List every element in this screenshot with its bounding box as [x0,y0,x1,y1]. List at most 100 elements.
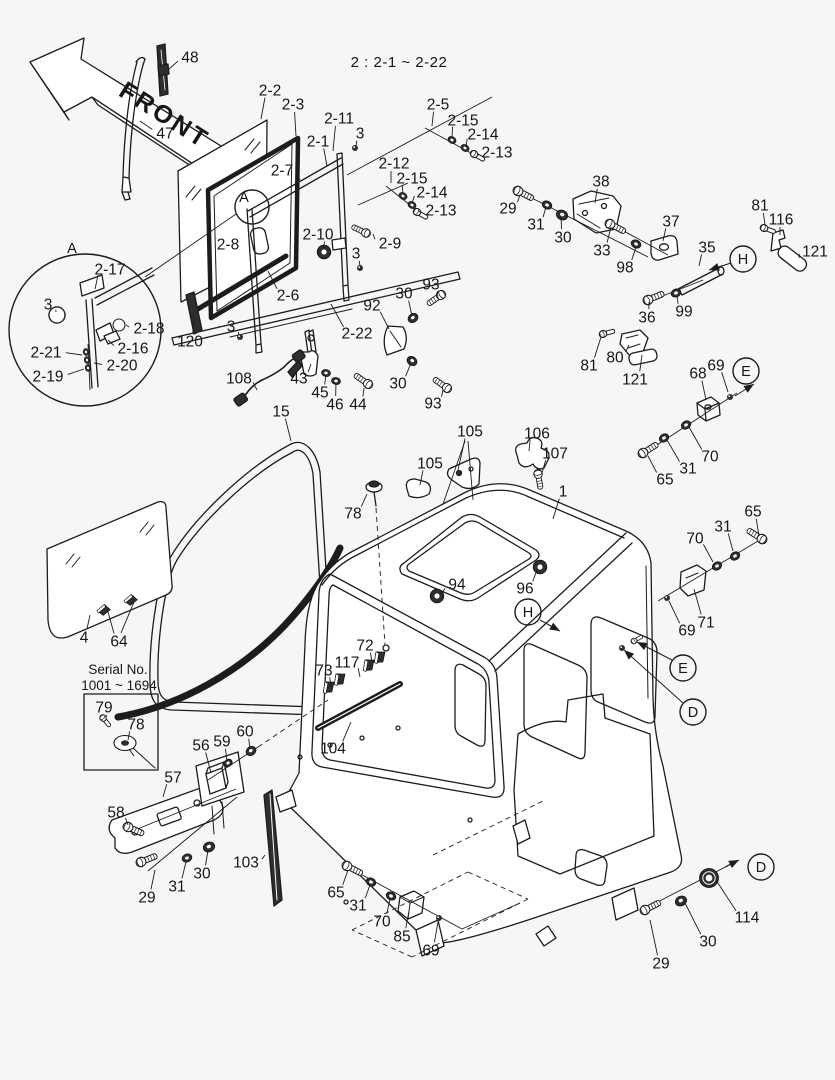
label-leader [358,260,361,267]
part-number-text: 72 [356,638,373,655]
washer-part [223,758,233,768]
label-leader [105,714,108,718]
part-number-text: 85 [393,929,410,946]
label-leader [379,311,390,330]
view-arrowhead [709,263,720,271]
part-number-text: 2-18 [133,321,164,338]
part-number-text: 69 [707,358,724,375]
part-label-56: 56 [192,738,212,774]
hidden-line [375,507,386,646]
construction-line [129,788,237,833]
part-number-text: 2-20 [106,358,137,375]
clip-part [322,681,335,694]
part-label-70: 70 [686,531,714,563]
view-arrowhead [624,650,635,660]
part-number-text: 33 [593,243,610,260]
label-leader [762,212,766,226]
part-label-3: 3 [44,297,57,314]
label-leader [433,921,439,943]
part-label-1: 1 [552,484,567,520]
window-sash-frame [246,152,350,354]
view-marker-letter: H [738,252,748,268]
part-label-33: 33 [593,226,612,260]
part-label-4: 4 [80,614,91,647]
part-label-2-13: 2-13 [418,203,457,220]
label-leader [162,784,168,798]
part-number-text: 117 [335,655,360,672]
part-number-text: 3 [356,126,365,143]
part-label-30: 30 [554,216,572,247]
label-leader [65,352,83,356]
label-leader [181,861,187,879]
view-arrow [623,649,684,704]
view-marker-e: E [669,654,697,682]
part-number-text: 48 [181,50,198,67]
nut-part [245,746,257,756]
washer-part [398,192,408,200]
fgrommet-part [113,734,137,757]
part-number-text: 107 [542,446,568,463]
part-label-2-21: 2-21 [30,345,83,362]
cab-body [275,483,683,957]
label-leader [107,339,115,346]
label-leader [552,498,560,520]
label-leader [205,849,209,866]
lower-front-glass [46,500,173,639]
part-number-text: 98 [616,260,633,277]
strip-121-top [777,245,808,272]
seal-strip-103 [263,789,283,907]
label-leader [408,300,413,317]
part-number-text: 31 [349,898,366,915]
part-label-120: 120 [177,316,203,351]
part-label-2-13: 2-13 [476,145,513,162]
ball-part [352,145,358,151]
label-leader [139,120,153,130]
label-leader [330,303,345,328]
grommet-part [532,559,548,575]
detail-a-content [79,267,155,389]
part-number-text: 71 [697,615,714,632]
part-number-text: 4 [80,630,89,647]
washer-part [331,377,341,385]
part-number-text: 106 [524,426,550,443]
label-leader [631,246,637,261]
construction-line [442,440,466,505]
ball-part [237,334,243,340]
switch-box-56 [195,751,245,835]
screw-part [412,207,429,220]
bolt-part [512,185,535,201]
part-number-text: 30 [395,286,413,303]
part-number-text: 30 [193,866,211,883]
part-number-text: 121 [802,244,828,261]
part-label-29: 29 [138,869,156,907]
label-leader [693,588,702,615]
label-leader [94,275,99,290]
part-number-text: 57 [164,770,181,787]
part-label-59: 59 [213,734,231,762]
part-number-text: 31 [527,217,544,234]
clip-part [362,659,375,672]
part-number-text: 2-19 [32,369,63,386]
label-leader [755,518,760,537]
clip-part [96,603,111,616]
part-label-36: 36 [638,301,656,327]
part-label-3: 3 [355,126,365,147]
part-number-text: 2-14 [416,185,447,202]
view-marker-a: A [8,241,162,407]
label-leader [67,368,85,375]
part-number-text: 69 [422,943,439,960]
part-label-37: 37 [662,214,680,242]
washer-part [84,364,92,372]
part-label-96: 96 [516,569,538,598]
strip-121-mid [628,348,658,366]
part-number-text: 58 [107,805,124,822]
bracket-37 [650,234,679,261]
label-leader [560,216,563,230]
grommet-lg-part [699,868,719,888]
bolt-part [351,224,371,238]
label-leader [355,140,358,147]
label-leader [125,324,130,328]
bolt-part [426,289,447,307]
part-label-71: 71 [693,588,715,632]
part-number-text: 60 [236,724,254,741]
